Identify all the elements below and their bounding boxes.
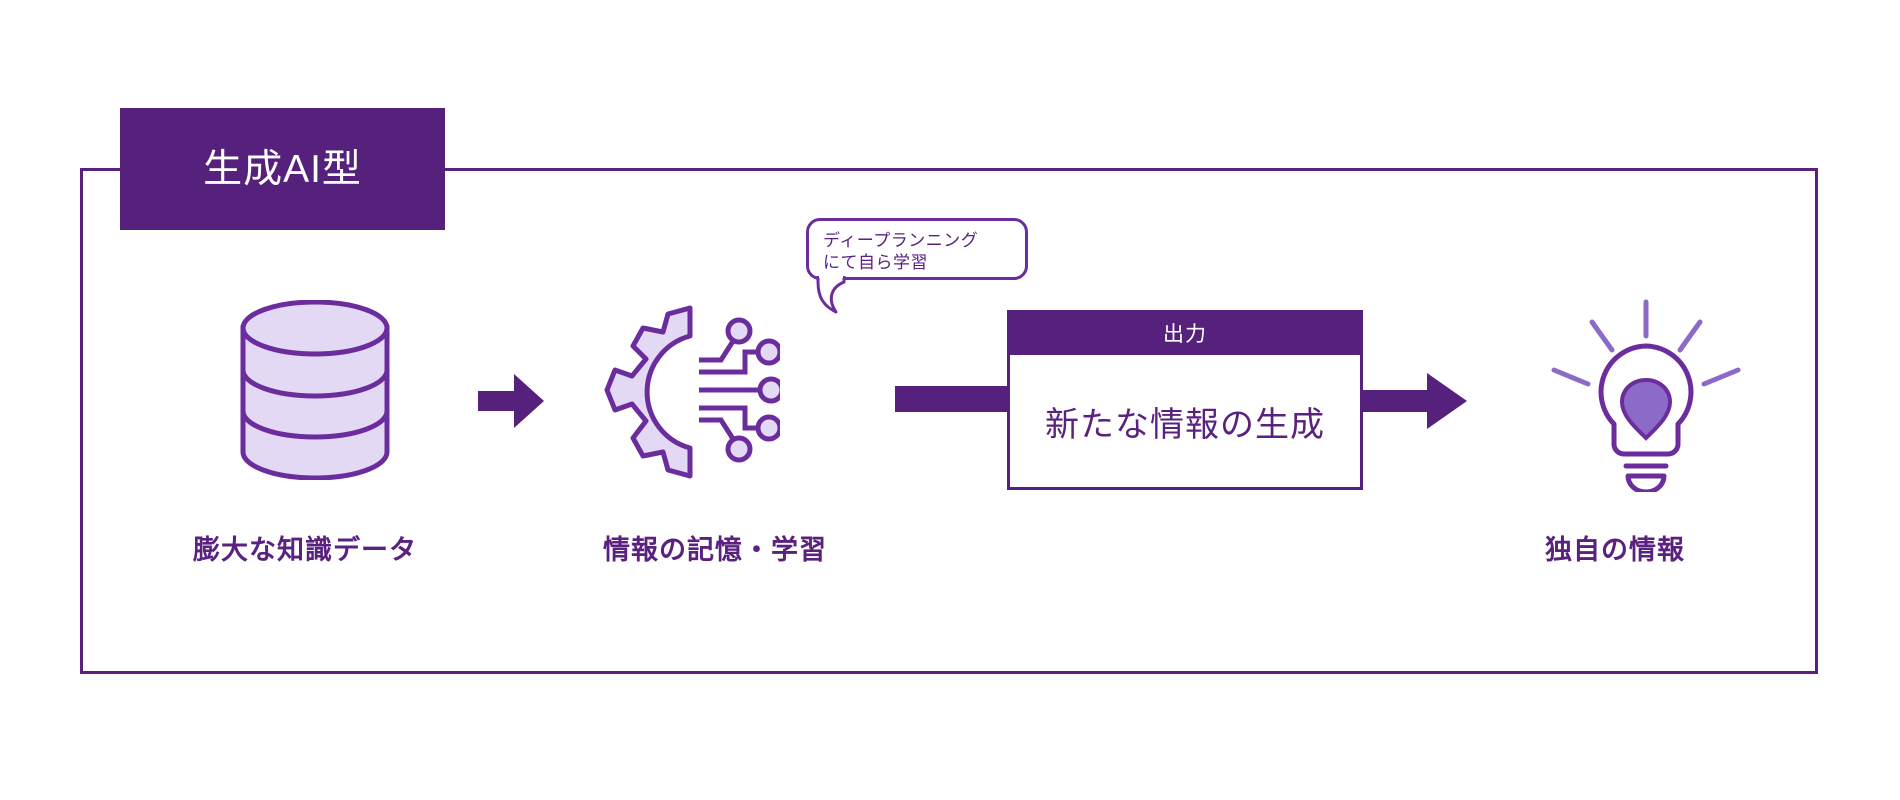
- stage-label-knowledge-data: 膨大な知識データ: [193, 535, 417, 565]
- diagram-title-tag: 生成AI型: [120, 108, 445, 230]
- database-cylinder-icon: [235, 299, 395, 485]
- output-box-header: 出力: [1007, 310, 1363, 355]
- gear-circuit-icon: [595, 300, 785, 485]
- stage-label-unique-information: 独自の情報: [1545, 535, 1685, 565]
- connector-bar-icon: [895, 386, 1015, 412]
- arrow-right-icon-large: [1355, 372, 1467, 435]
- stage-label-memory-learning: 情報の記憶・学習: [603, 535, 827, 565]
- speech-bubble-tail-icon: [814, 272, 858, 321]
- lightbulb-icon: [1548, 296, 1744, 497]
- output-box-header-text: 出力: [1163, 322, 1207, 346]
- speech-bubble-line-1: ディープランニング: [823, 231, 979, 250]
- diagram-title-text: 生成AI型: [203, 147, 362, 191]
- output-box-body-text: 新たな情報の生成: [1045, 405, 1325, 444]
- arrow-right-icon: [478, 372, 544, 435]
- diagram-frame: [80, 168, 1818, 674]
- speech-bubble-line-2: にて自ら学習: [823, 253, 928, 273]
- output-box: 出力 新たな情報の生成: [1007, 310, 1363, 490]
- output-box-body: 新たな情報の生成: [1007, 355, 1363, 490]
- speech-bubble-icon: ディープランニング にて自ら学習: [806, 218, 1028, 280]
